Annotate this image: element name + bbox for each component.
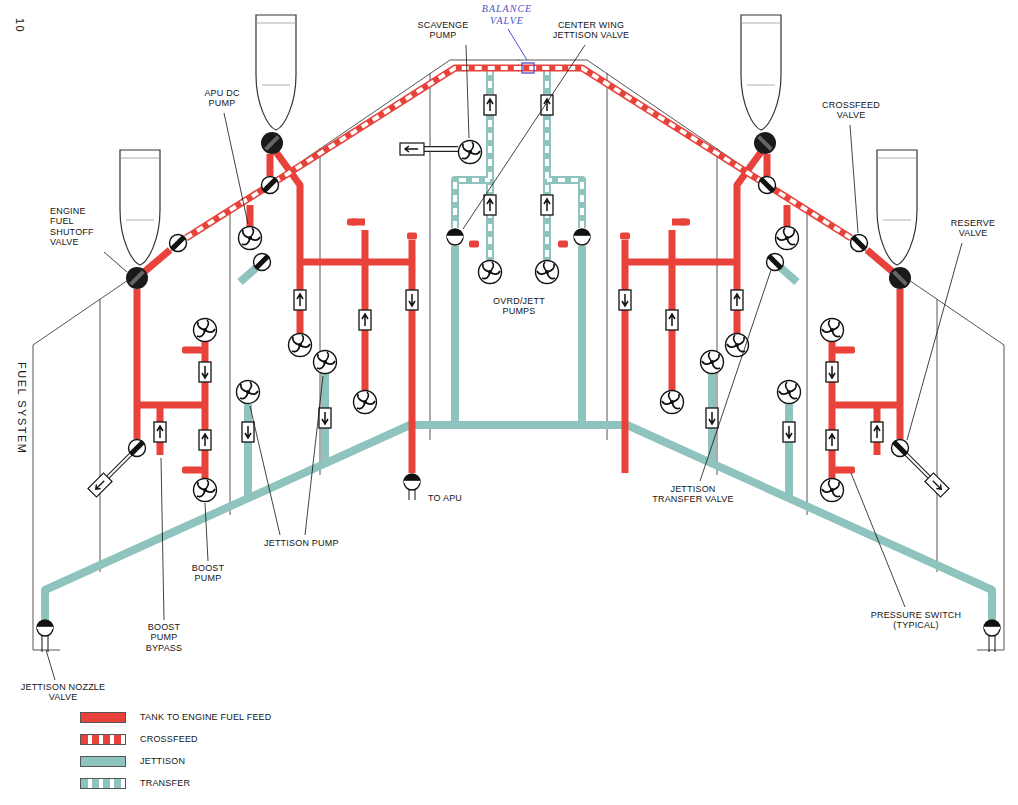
callout-label: TO APU [428,493,462,503]
handwritten-note: BALANCE VALVE [476,3,538,26]
callout-label: BOOST PUMP [186,563,230,584]
legend-swatch [80,712,126,723]
callout-label: OVRD/JETT PUMPS [486,296,552,317]
callout-label: JETTISON NOZZLE VALVE [20,682,106,703]
right-wing-fuel-system [518,15,1004,652]
callout-label: PRESSURE SWITCH (TYPICAL) [866,610,966,631]
callout-label: CROSSFEED VALVE [816,100,886,121]
callout-label: SCAVENGE PUMP [416,20,470,41]
legend-text: JETTISON [140,756,185,766]
callout-label: BOOST PUMP BYPASS [138,622,190,653]
legend-swatch [80,756,126,767]
legend-swatch [80,734,126,745]
center-parts [400,63,534,500]
callout-label: RESERVE VALVE [944,218,1002,239]
callout-label: APU DC PUMP [198,88,246,109]
callout-label: JETTISON PUMP [264,538,339,548]
callout-label: CENTER WING JETTISON VALVE [546,20,636,41]
section-title: FUEL SYSTEM [15,362,28,455]
legend-text: TANK TO ENGINE FUEL FEED [140,712,272,722]
callout-label: ENGINE FUEL SHUTOFF VALVE [50,206,108,247]
legend-text: CROSSFEED [140,734,198,744]
legend-swatch [80,778,126,789]
page-number: 10 [13,18,26,33]
leader-lines [46,29,962,680]
legend-text: TRANSFER [140,778,190,788]
callout-label: JETTISON TRANSFER VALVE [646,484,740,505]
left-wing-fuel-system [33,15,519,652]
